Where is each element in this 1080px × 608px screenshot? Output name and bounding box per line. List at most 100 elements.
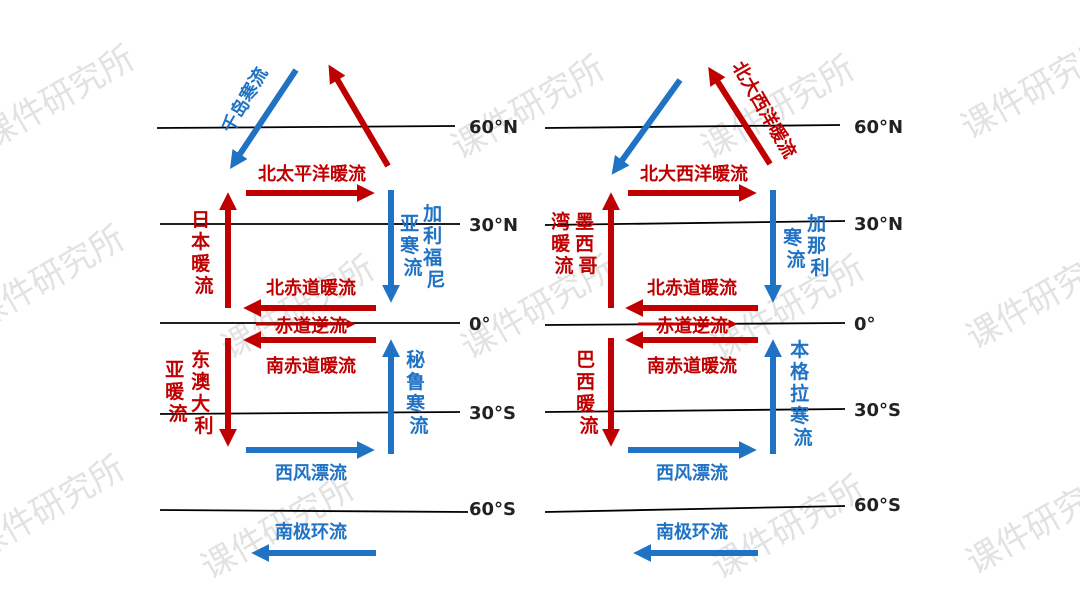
west-wind-drift-label-pacific: 西风漂流 bbox=[275, 462, 347, 484]
antarctic-label-atlantic: 南极环流 bbox=[656, 521, 728, 543]
watermarks: 课件研究所 课件研究所 课件研究所 课件研究所 课件研究所 课件研究所 课件研究… bbox=[0, 28, 1080, 588]
peru-label: 秘 鲁 寒 流 bbox=[405, 348, 432, 437]
south-equatorial-label-atlantic: 南赤道暖流 bbox=[647, 355, 737, 377]
atlantic-labels: 北大西洋暖流 北大西洋暖流 墨 西 哥 湾 暖 流 加 那 利 寒 流 北赤道暖… bbox=[551, 58, 833, 544]
watermark-text: 课件研究所 bbox=[0, 448, 132, 568]
california-label-col2: 亚 寒 流 bbox=[400, 213, 426, 279]
canary-char: 加 bbox=[806, 213, 826, 235]
california-char: 利 bbox=[423, 225, 442, 247]
counter-current-label-atlantic: 赤道逆流 bbox=[656, 315, 728, 337]
california-char: 福 bbox=[422, 246, 442, 269]
california-label-col1: 加 利 福 尼 bbox=[422, 203, 449, 291]
canary-char: 寒 bbox=[783, 226, 802, 249]
oyashio-label: 千岛寒流 bbox=[217, 64, 272, 137]
east-greenland-arrow bbox=[611, 78, 683, 175]
peru-char: 流 bbox=[409, 414, 428, 437]
counter-current-label-pacific: 赤道逆流 bbox=[275, 315, 347, 337]
brazil-char: 巴 bbox=[576, 349, 595, 371]
california-char: 流 bbox=[403, 256, 422, 279]
brazil-label: 巴 西 暖 流 bbox=[576, 349, 602, 437]
lat-label-60s: 60°S bbox=[469, 499, 516, 520]
watermark-text: 课件研究所 bbox=[705, 468, 872, 588]
canary-label-col1: 加 那 利 bbox=[806, 213, 833, 279]
lat-label-eq: 0° bbox=[469, 314, 491, 335]
kuroshio-char: 本 bbox=[191, 230, 210, 253]
california-char: 亚 bbox=[400, 213, 419, 235]
kuroshio-char: 暖 bbox=[191, 252, 211, 275]
antarctic-label-pacific: 南极环流 bbox=[275, 521, 347, 543]
canary-char: 流 bbox=[786, 248, 805, 271]
lat-label-60n: 60°N bbox=[854, 117, 903, 138]
north-atlantic-drift-arrow bbox=[708, 66, 773, 166]
california-char: 加 bbox=[422, 203, 442, 225]
east-australian-label-col1: 东 澳 大 利 bbox=[191, 348, 217, 437]
watermark-text: 课件研究所 bbox=[0, 218, 132, 338]
benguela-label: 本 格 拉 寒 流 bbox=[790, 338, 816, 449]
canary-label-col2: 寒 流 bbox=[783, 226, 809, 271]
gulf-stream-char: 湾 bbox=[551, 210, 570, 233]
lat-label-eq: 0° bbox=[854, 314, 876, 335]
canary-char: 那 bbox=[807, 235, 826, 257]
kuroshio-char: 流 bbox=[194, 274, 213, 297]
watermark-text: 课件研究所 bbox=[0, 38, 142, 158]
lat-line-30n-right bbox=[544, 220, 846, 226]
lat-label-30n: 30°N bbox=[469, 215, 518, 236]
east-australian-char: 流 bbox=[168, 402, 187, 425]
lat-label-60n: 60°N bbox=[469, 117, 518, 138]
california-char: 尼 bbox=[426, 269, 445, 291]
pacific-gyre bbox=[219, 64, 400, 562]
kuroshio-char: 日 bbox=[191, 209, 210, 231]
benguela-char: 寒 bbox=[790, 404, 809, 427]
lat-line-60s-right bbox=[544, 505, 846, 513]
gulf-stream-label-col2: 湾 暖 流 bbox=[551, 210, 577, 277]
lat-line-60s-left bbox=[159, 509, 469, 513]
east-australian-char: 澳 bbox=[191, 370, 211, 393]
atlantic-gyre bbox=[602, 66, 782, 562]
lat-line-30s-right bbox=[544, 408, 846, 413]
peru-char: 寒 bbox=[406, 392, 425, 415]
benguela-char: 本 bbox=[790, 338, 809, 361]
watermark-text: 课件研究所 bbox=[445, 48, 612, 168]
peru-char: 秘 bbox=[406, 348, 425, 371]
north-equatorial-label-pacific: 北赤道暖流 bbox=[266, 277, 356, 299]
benguela-char: 格 bbox=[790, 360, 810, 383]
lat-label-30s: 30°S bbox=[469, 403, 516, 424]
lat-line-30s-left bbox=[159, 411, 461, 415]
lat-label-30n: 30°N bbox=[854, 214, 903, 235]
gulf-stream-char: 墨 bbox=[575, 211, 594, 233]
alaska-current-arrow bbox=[328, 64, 391, 168]
lat-label-30s: 30°S bbox=[854, 400, 901, 421]
east-australian-label-col2: 亚 暖 流 bbox=[165, 359, 191, 425]
california-char: 寒 bbox=[400, 234, 419, 257]
east-australian-char: 暖 bbox=[165, 380, 185, 403]
gulf-stream-char: 哥 bbox=[578, 255, 597, 277]
west-wind-drift-label-atlantic: 西风漂流 bbox=[656, 462, 728, 484]
gulf-stream-char: 西 bbox=[575, 233, 594, 255]
gulf-stream-char: 暖 bbox=[551, 232, 571, 255]
lat-line-60n-left bbox=[156, 125, 456, 129]
watermark-text: 课件研究所 bbox=[960, 463, 1080, 583]
east-australian-char: 利 bbox=[194, 415, 213, 437]
north-atlantic-label: 北大西洋暖流 bbox=[640, 163, 748, 185]
north-pacific-drift-label: 北太平洋暖流 bbox=[258, 163, 366, 185]
canary-char: 利 bbox=[810, 257, 829, 279]
east-australian-char: 亚 bbox=[165, 359, 184, 381]
benguela-char: 流 bbox=[793, 426, 812, 449]
benguela-char: 拉 bbox=[790, 382, 809, 405]
gulf-stream-label-col1: 墨 西 哥 bbox=[575, 211, 601, 277]
oyashio-arrow bbox=[230, 68, 299, 169]
brazil-char: 暖 bbox=[576, 392, 596, 415]
gulf-stream-char: 流 bbox=[554, 254, 573, 277]
north-equatorial-label-atlantic: 北赤道暖流 bbox=[647, 277, 737, 299]
south-equatorial-label-pacific: 南赤道暖流 bbox=[266, 355, 356, 377]
watermark-text: 课件研究所 bbox=[955, 28, 1080, 148]
watermark-text: 课件研究所 bbox=[960, 238, 1080, 358]
peru-char: 鲁 bbox=[405, 370, 425, 393]
latitude-labels: 60°N 30°N 0° 30°S 60°S 60°N 30°N 0° 30°S… bbox=[469, 117, 903, 520]
east-australian-char: 大 bbox=[191, 392, 210, 415]
kuroshio-label: 日 本 暖 流 bbox=[191, 209, 217, 297]
brazil-char: 西 bbox=[576, 371, 595, 393]
lat-line-60n-right bbox=[544, 124, 841, 129]
lat-label-60s: 60°S bbox=[854, 495, 901, 516]
